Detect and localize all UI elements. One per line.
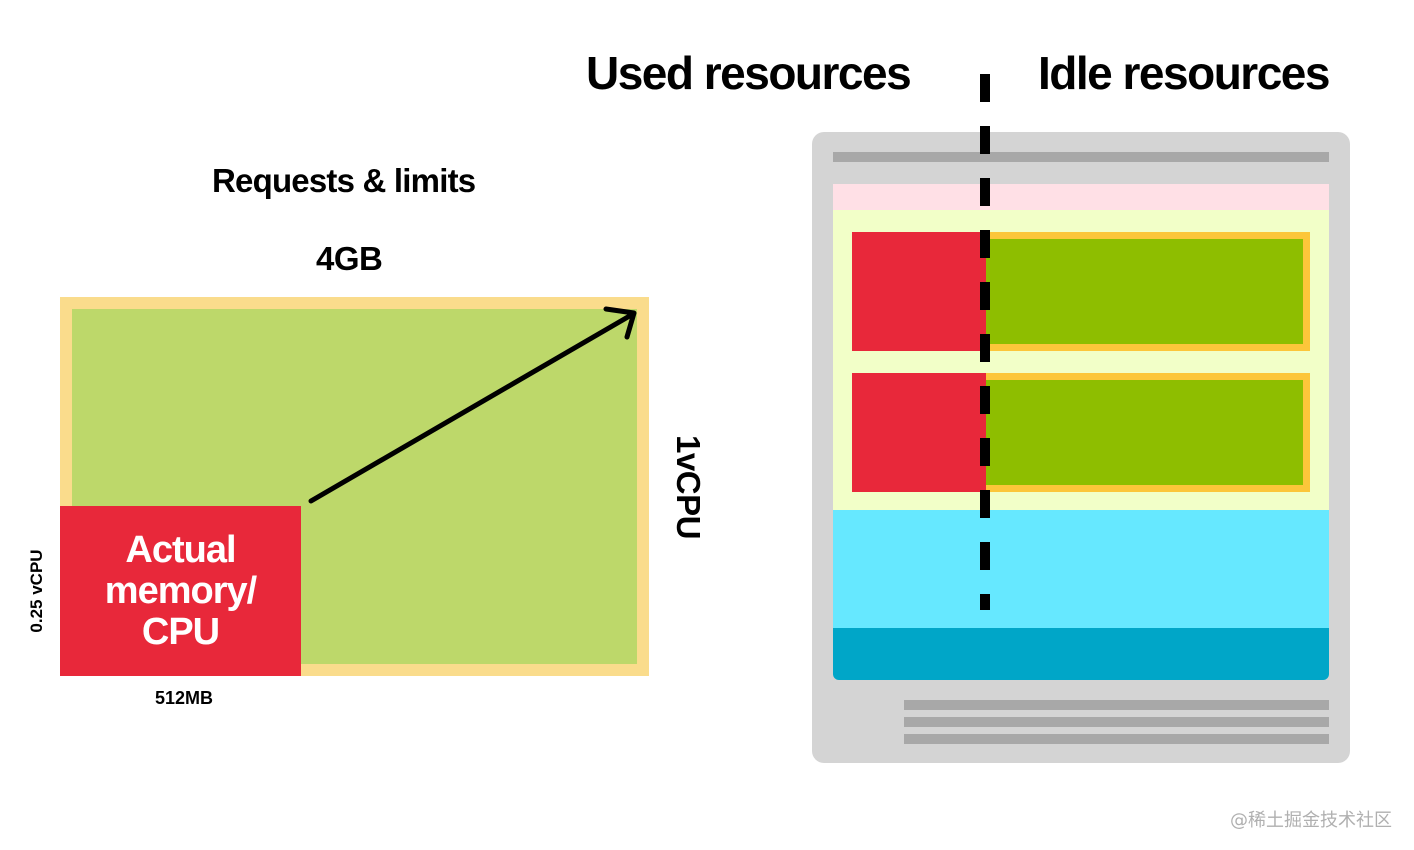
used-resources-heading: Used resources <box>586 47 912 99</box>
server-footer-line <box>904 734 1329 744</box>
watermark: @稀土掘金技术社区 <box>1230 810 1392 831</box>
server-footer-line <box>904 700 1329 710</box>
pod-2-used <box>852 373 986 492</box>
pod-1-idle <box>986 239 1303 344</box>
server-cyan-band <box>833 510 1329 628</box>
requests-limits-heading: Requests & limits <box>212 162 476 199</box>
server-top-bar <box>833 152 1329 162</box>
actual-usage-box: Actual memory/ CPU <box>60 506 301 676</box>
actual-usage-label: Actual memory/ CPU <box>104 528 257 653</box>
memory-limit-label: 4GB <box>316 240 383 277</box>
pod-2-idle <box>986 380 1303 485</box>
idle-resources-heading: Idle resources <box>1038 47 1330 99</box>
server-footer-line <box>904 717 1329 727</box>
server-teal-band <box>833 628 1329 680</box>
server-pink-band <box>833 184 1329 210</box>
memory-request-label: 512MB <box>155 688 214 708</box>
arrow-up-right-icon <box>308 306 637 504</box>
pod-1-used <box>852 232 986 351</box>
